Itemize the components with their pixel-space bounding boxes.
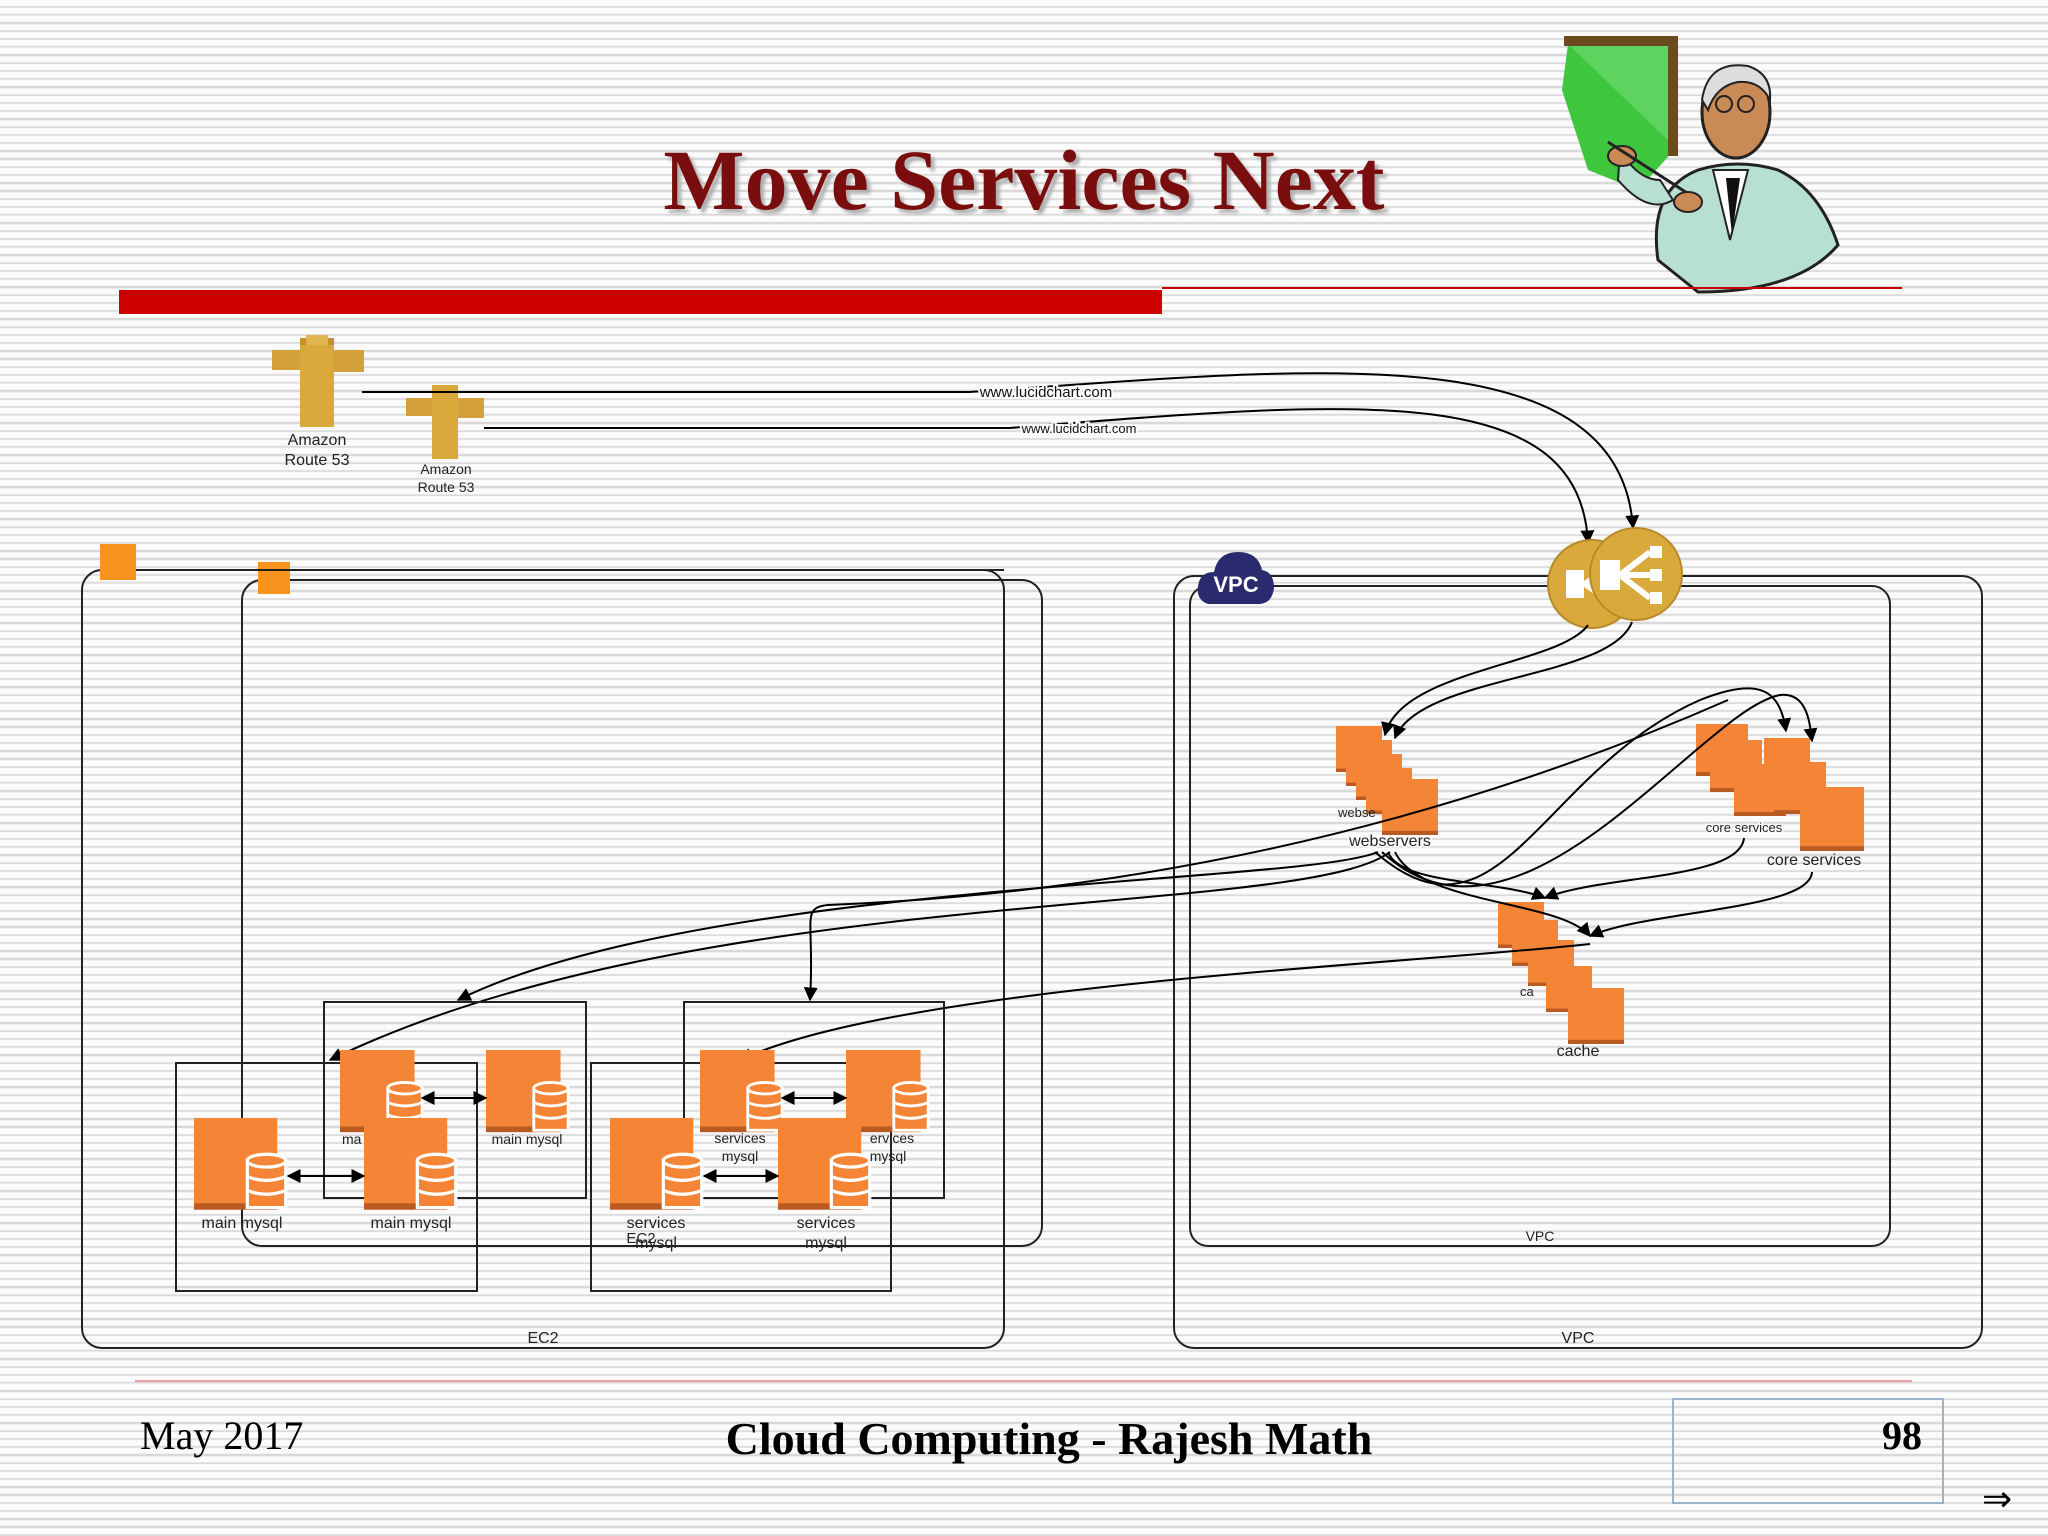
services-mysql-label: mysql (805, 1235, 847, 1252)
services-mysql-instance-icon[interactable] (700, 1050, 784, 1134)
vpc-region-inner-label: VPC (1526, 1228, 1555, 1244)
dns-name-label: www.lucidchart.com (979, 384, 1113, 401)
title-underline-line (1162, 287, 1902, 289)
dns-arrow (484, 408, 1595, 545)
main-mysql-instance-icon[interactable] (194, 1118, 288, 1212)
flow-arrow (738, 943, 1591, 1062)
flow-arrow (1588, 871, 1813, 938)
flow-arrow (328, 851, 1391, 1061)
ec2-region-icon (258, 562, 290, 594)
webservers-label: webservers (1348, 833, 1431, 850)
dns-name-label: www.lucidchart.com (1021, 421, 1137, 436)
main-mysql-group-box (175, 1062, 478, 1292)
title-underline-bar (119, 290, 1162, 314)
flow-arrow (1543, 837, 1745, 900)
main-mysql-label: main mysql (202, 1215, 283, 1232)
footer-divider (135, 1380, 1912, 1382)
cache-label-small: ca (1520, 984, 1535, 999)
flow-arrow (1393, 621, 1633, 740)
route53-icon[interactable] (406, 385, 484, 459)
route53-label-line1: Amazon (288, 432, 347, 449)
route53-label-line2: Route 53 (418, 479, 475, 495)
services-mysql-label: services (714, 1130, 765, 1146)
footer-title: Cloud Computing - Rajesh Math (725, 1413, 1373, 1464)
services-mysql-label: mysql (870, 1148, 907, 1164)
main-mysql-instance-icon[interactable] (486, 1050, 570, 1134)
services-mysql-label: ervices (870, 1130, 914, 1146)
vpc-region-outer (1173, 575, 1983, 1349)
route53-label-line2: Route 53 (285, 452, 350, 469)
webservers-label-small: webse (1337, 805, 1376, 820)
route53-icon[interactable] (272, 335, 364, 427)
vpc-cloud-icon: VPC (1197, 552, 1274, 604)
cache-group-icon[interactable] (1498, 902, 1624, 1044)
vpc-region-inner (1189, 585, 1891, 1247)
services-mysql-label: services (797, 1215, 856, 1232)
ec2-region-icon (100, 544, 136, 580)
flow-arrow (1374, 687, 1792, 886)
ec2-region-inner-label: EC2 (626, 1230, 655, 1247)
services-mysql-label: services (627, 1215, 686, 1232)
services-mysql-instance-icon[interactable] (610, 1118, 704, 1212)
flow-arrow (1387, 851, 1547, 900)
dns-arrow (362, 372, 1640, 530)
presenter-clipart-icon (1562, 36, 1840, 294)
flow-arrow (1381, 624, 1589, 737)
next-slide-button[interactable]: ⇒ (1982, 1478, 2013, 1519)
page-number: 98 (1882, 1413, 1922, 1458)
flow-arrow (803, 699, 1729, 1002)
services-mysql-label: mysql (722, 1148, 759, 1164)
core-services-label: core services (1767, 852, 1861, 869)
vpc-badge-label: VPC (1213, 572, 1258, 597)
vpc-region-label: VPC (1562, 1330, 1595, 1347)
route53-label-line1: Amazon (420, 461, 471, 477)
slide-title: Move Services Next (663, 132, 1385, 228)
page-number-box (1672, 1398, 1944, 1504)
core-services-label-small: core services (1706, 820, 1783, 835)
footer-date: May 2017 (140, 1413, 304, 1458)
services-mysql-label: mysql (635, 1235, 677, 1252)
flow-arrow (1381, 693, 1818, 888)
flow-arrow (456, 851, 1379, 1001)
ec2-region-label: EC2 (527, 1330, 558, 1347)
ec2-region-inner (241, 579, 1043, 1247)
main-mysql-instance-icon[interactable] (364, 1118, 458, 1212)
load-balancer-icon[interactable] (1589, 527, 1683, 621)
main-mysql-label-small: ma (342, 1131, 362, 1147)
cache-label: cache (1557, 1043, 1600, 1060)
services-mysql-instance-icon[interactable] (778, 1118, 872, 1212)
main-mysql-label: main mysql (371, 1215, 452, 1232)
main-mysql-label: main mysql (492, 1131, 563, 1147)
flow-arrow (1394, 851, 1591, 938)
